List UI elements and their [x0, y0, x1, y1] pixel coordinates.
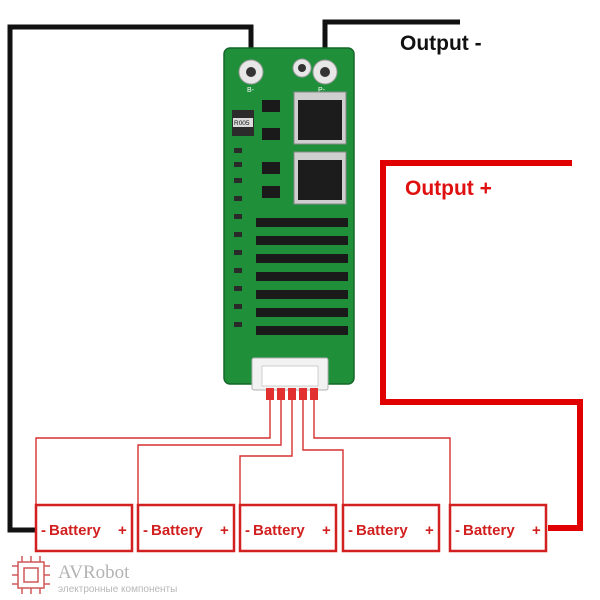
- battery-plus-sign: +: [220, 522, 229, 539]
- smd-part: [234, 322, 242, 327]
- pad-p-minus-hole: [320, 67, 330, 77]
- pad-b-minus-label: B-: [247, 87, 255, 94]
- wire-b-minus: [7, 24, 254, 533]
- shunt-resistor-label-bg: [233, 118, 253, 127]
- balance-wire-2: [137, 397, 282, 505]
- battery-minus-sign: -: [41, 522, 46, 539]
- shunt-resistor-marking: R005: [234, 120, 250, 127]
- balance-wire-5: [313, 397, 451, 505]
- battery-4: - Battery +: [341, 503, 441, 553]
- connector-pin: [310, 388, 318, 400]
- watermark-brand: AVRobot: [58, 562, 130, 583]
- balance-connector-inner: [261, 365, 319, 387]
- ic-row-5: [256, 290, 348, 299]
- smd-part: [234, 162, 242, 167]
- ic-row-2: [256, 236, 348, 245]
- balance-wire-4: [302, 397, 344, 505]
- battery-minus-sign: -: [143, 522, 148, 539]
- mosfet-1-body: [298, 100, 342, 140]
- battery-2: - Battery +: [136, 503, 236, 553]
- battery-label: Battery: [151, 522, 203, 539]
- connector-pin: [288, 388, 296, 400]
- ic-grid: [256, 218, 348, 335]
- mosfets: [293, 91, 347, 205]
- battery-label: Battery: [253, 522, 305, 539]
- battery-outline: [238, 503, 338, 553]
- balance-connector-pins: [266, 388, 318, 400]
- balance-wires: [35, 397, 451, 505]
- transistor: [262, 100, 280, 112]
- battery-label: Battery: [356, 522, 408, 539]
- ic-row-3: [256, 254, 348, 263]
- smd-part: [234, 196, 242, 201]
- battery-label: Battery: [49, 522, 101, 539]
- balance-wire-1: [35, 397, 271, 505]
- battery-label: Battery: [463, 522, 515, 539]
- ic-row-6: [256, 308, 348, 317]
- battery-plus-sign: +: [118, 522, 127, 539]
- smd-part: [234, 268, 242, 273]
- small-transistors: [262, 100, 280, 198]
- battery-minus-sign: -: [245, 522, 250, 539]
- connector-pin: [266, 388, 274, 400]
- balance-wire-3: [239, 397, 293, 505]
- pad-p-minus-label: P-: [318, 87, 326, 94]
- smd-part: [234, 178, 242, 183]
- smd-part: [234, 214, 242, 219]
- watermark: AVRobot электронные компоненты: [12, 556, 177, 595]
- connector-pin: [277, 388, 285, 400]
- transistor: [262, 162, 280, 174]
- smd-part: [234, 250, 242, 255]
- battery-plus-sign: +: [532, 522, 541, 539]
- battery-pack: - Battery + - Battery + - Battery + - Ba…: [34, 503, 548, 553]
- output-minus-label: Output -: [400, 32, 482, 55]
- battery-outline: [136, 503, 236, 553]
- chip-core: [23, 567, 39, 583]
- smd-components: [234, 148, 242, 327]
- smd-part: [234, 148, 242, 153]
- chip-body: [17, 561, 45, 589]
- watermark-tagline: электронные компоненты: [58, 584, 177, 595]
- transistor: [262, 186, 280, 198]
- output-pads: B- P-: [238, 58, 338, 94]
- wire-output-plus: [380, 160, 583, 531]
- battery-plus-sign: +: [425, 522, 434, 539]
- battery-outline: [448, 503, 548, 553]
- ic-row-1: [256, 218, 348, 227]
- smd-part: [234, 304, 242, 309]
- output-plus-label: Output +: [405, 177, 492, 200]
- battery-minus-sign: -: [348, 522, 353, 539]
- transistor: [262, 128, 280, 140]
- ic-row-4: [256, 272, 348, 281]
- battery-1: - Battery +: [34, 503, 134, 553]
- smd-part: [234, 232, 242, 237]
- pad-b-minus-hole: [246, 67, 256, 77]
- mosfet-2-body: [298, 160, 342, 200]
- battery-5: - Battery +: [448, 503, 548, 553]
- battery-outline: [341, 503, 441, 553]
- pad-mid-hole: [298, 64, 306, 72]
- battery-minus-sign: -: [455, 522, 460, 539]
- battery-outline: [34, 503, 134, 553]
- battery-3: - Battery +: [238, 503, 338, 553]
- connector-pin: [299, 388, 307, 400]
- bms-board: B- P- R005: [223, 47, 355, 400]
- chip-icon: [12, 556, 50, 594]
- battery-plus-sign: +: [322, 522, 331, 539]
- ic-row-7: [256, 326, 348, 335]
- smd-part: [234, 286, 242, 291]
